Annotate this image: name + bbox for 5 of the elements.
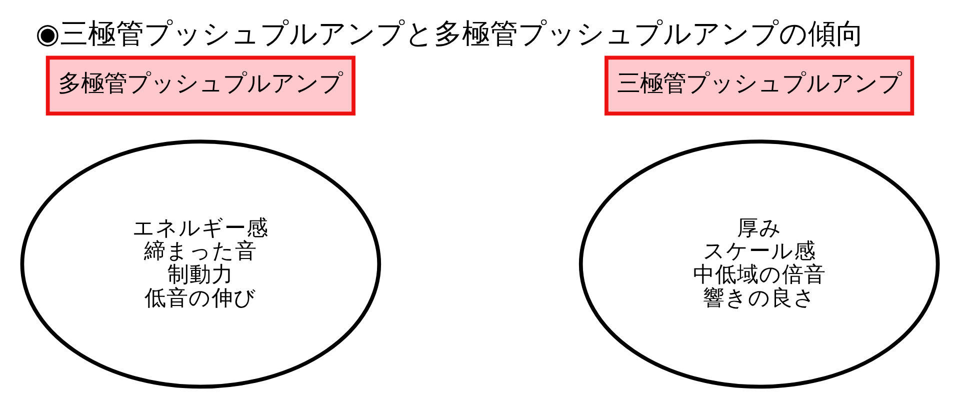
diagram-title: ◉三極管プッシュプルアンプと多極管プッシュプルアンプの傾向 bbox=[36, 16, 864, 50]
node-ellipse: 厚み スケール感 中低域の倍音 響きの良さ bbox=[578, 140, 940, 389]
node-box: 多極管プッシュプルアンプ bbox=[46, 56, 356, 116]
node-ellipse: エネルギー感 締まった音 制動力 低音の伸び bbox=[20, 140, 382, 389]
node-box: 三極管プッシュプルアンプ bbox=[604, 56, 914, 116]
